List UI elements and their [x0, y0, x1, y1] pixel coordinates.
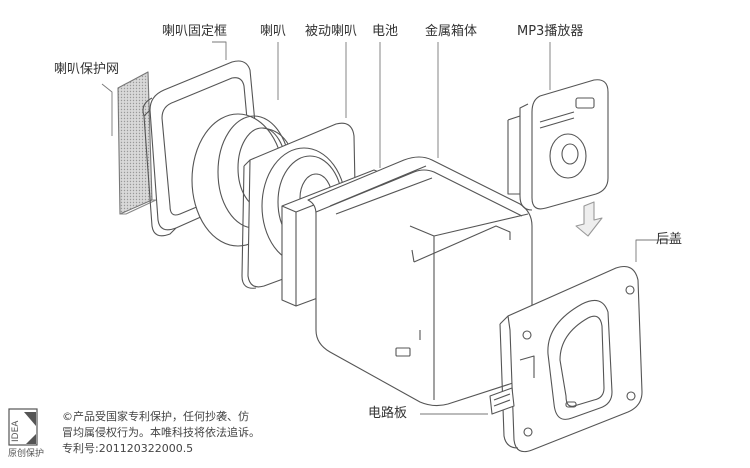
logo-text: IDEA: [11, 420, 21, 442]
label-passive-speaker: 被动喇叭: [305, 24, 358, 39]
mp3-player-part: [507, 79, 609, 211]
label-speaker-grille: 喇叭保护网: [54, 62, 120, 77]
leader-lines: [101, 41, 676, 415]
label-metal-box: 金属箱体: [425, 24, 478, 39]
metal-box-part: [307, 156, 533, 407]
circuit-board-part: [489, 387, 515, 415]
patent-number: 专利号:201120322000.5: [62, 442, 194, 455]
copyright-line-2: 冒均属侵权行为。本唯科技将依法追诉。: [62, 426, 260, 439]
label-speaker-frame: 喇叭固定框: [162, 24, 228, 39]
speaker-grille-part: [117, 71, 157, 215]
logo-caption: 原创保护: [8, 449, 45, 459]
copyright-line-1: ©产品受国家专利保护，任何抄袭、仿: [62, 410, 249, 423]
back-cover-part: [499, 265, 643, 453]
insert-arrow: [575, 201, 603, 237]
label-mp3-player: MP3播放器: [517, 24, 584, 39]
label-speaker: 喇叭: [260, 24, 287, 39]
idea-logo: IDEA: [8, 408, 38, 446]
label-circuit-board: 电路板: [368, 406, 408, 421]
label-battery: 电池: [372, 24, 399, 39]
label-back-cover: 后盖: [656, 232, 683, 247]
